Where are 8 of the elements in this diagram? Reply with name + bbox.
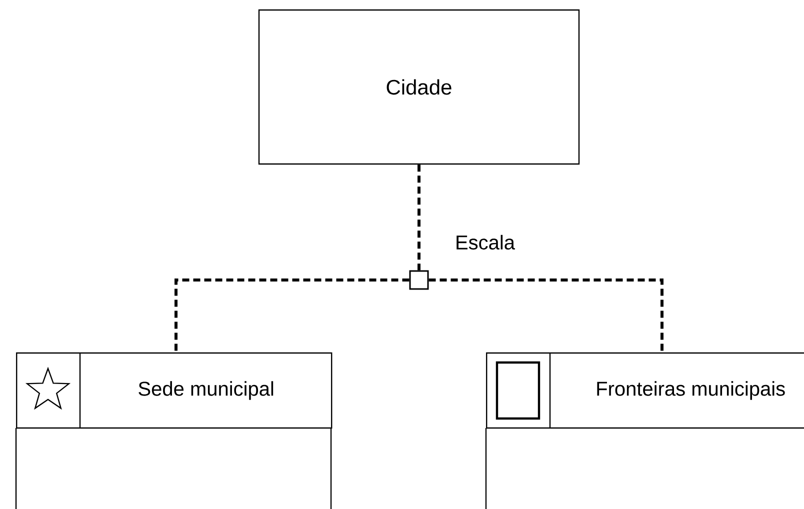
junction-square [409,270,429,290]
entity-box: Cidade [258,9,580,165]
class-box: Sede municipal [15,352,332,509]
connector-line [174,278,410,352]
connector-line [418,164,420,270]
class-box: Fronteiras municipais [485,352,804,509]
connector-line [428,278,664,352]
edge-label: Escala [456,234,515,250]
